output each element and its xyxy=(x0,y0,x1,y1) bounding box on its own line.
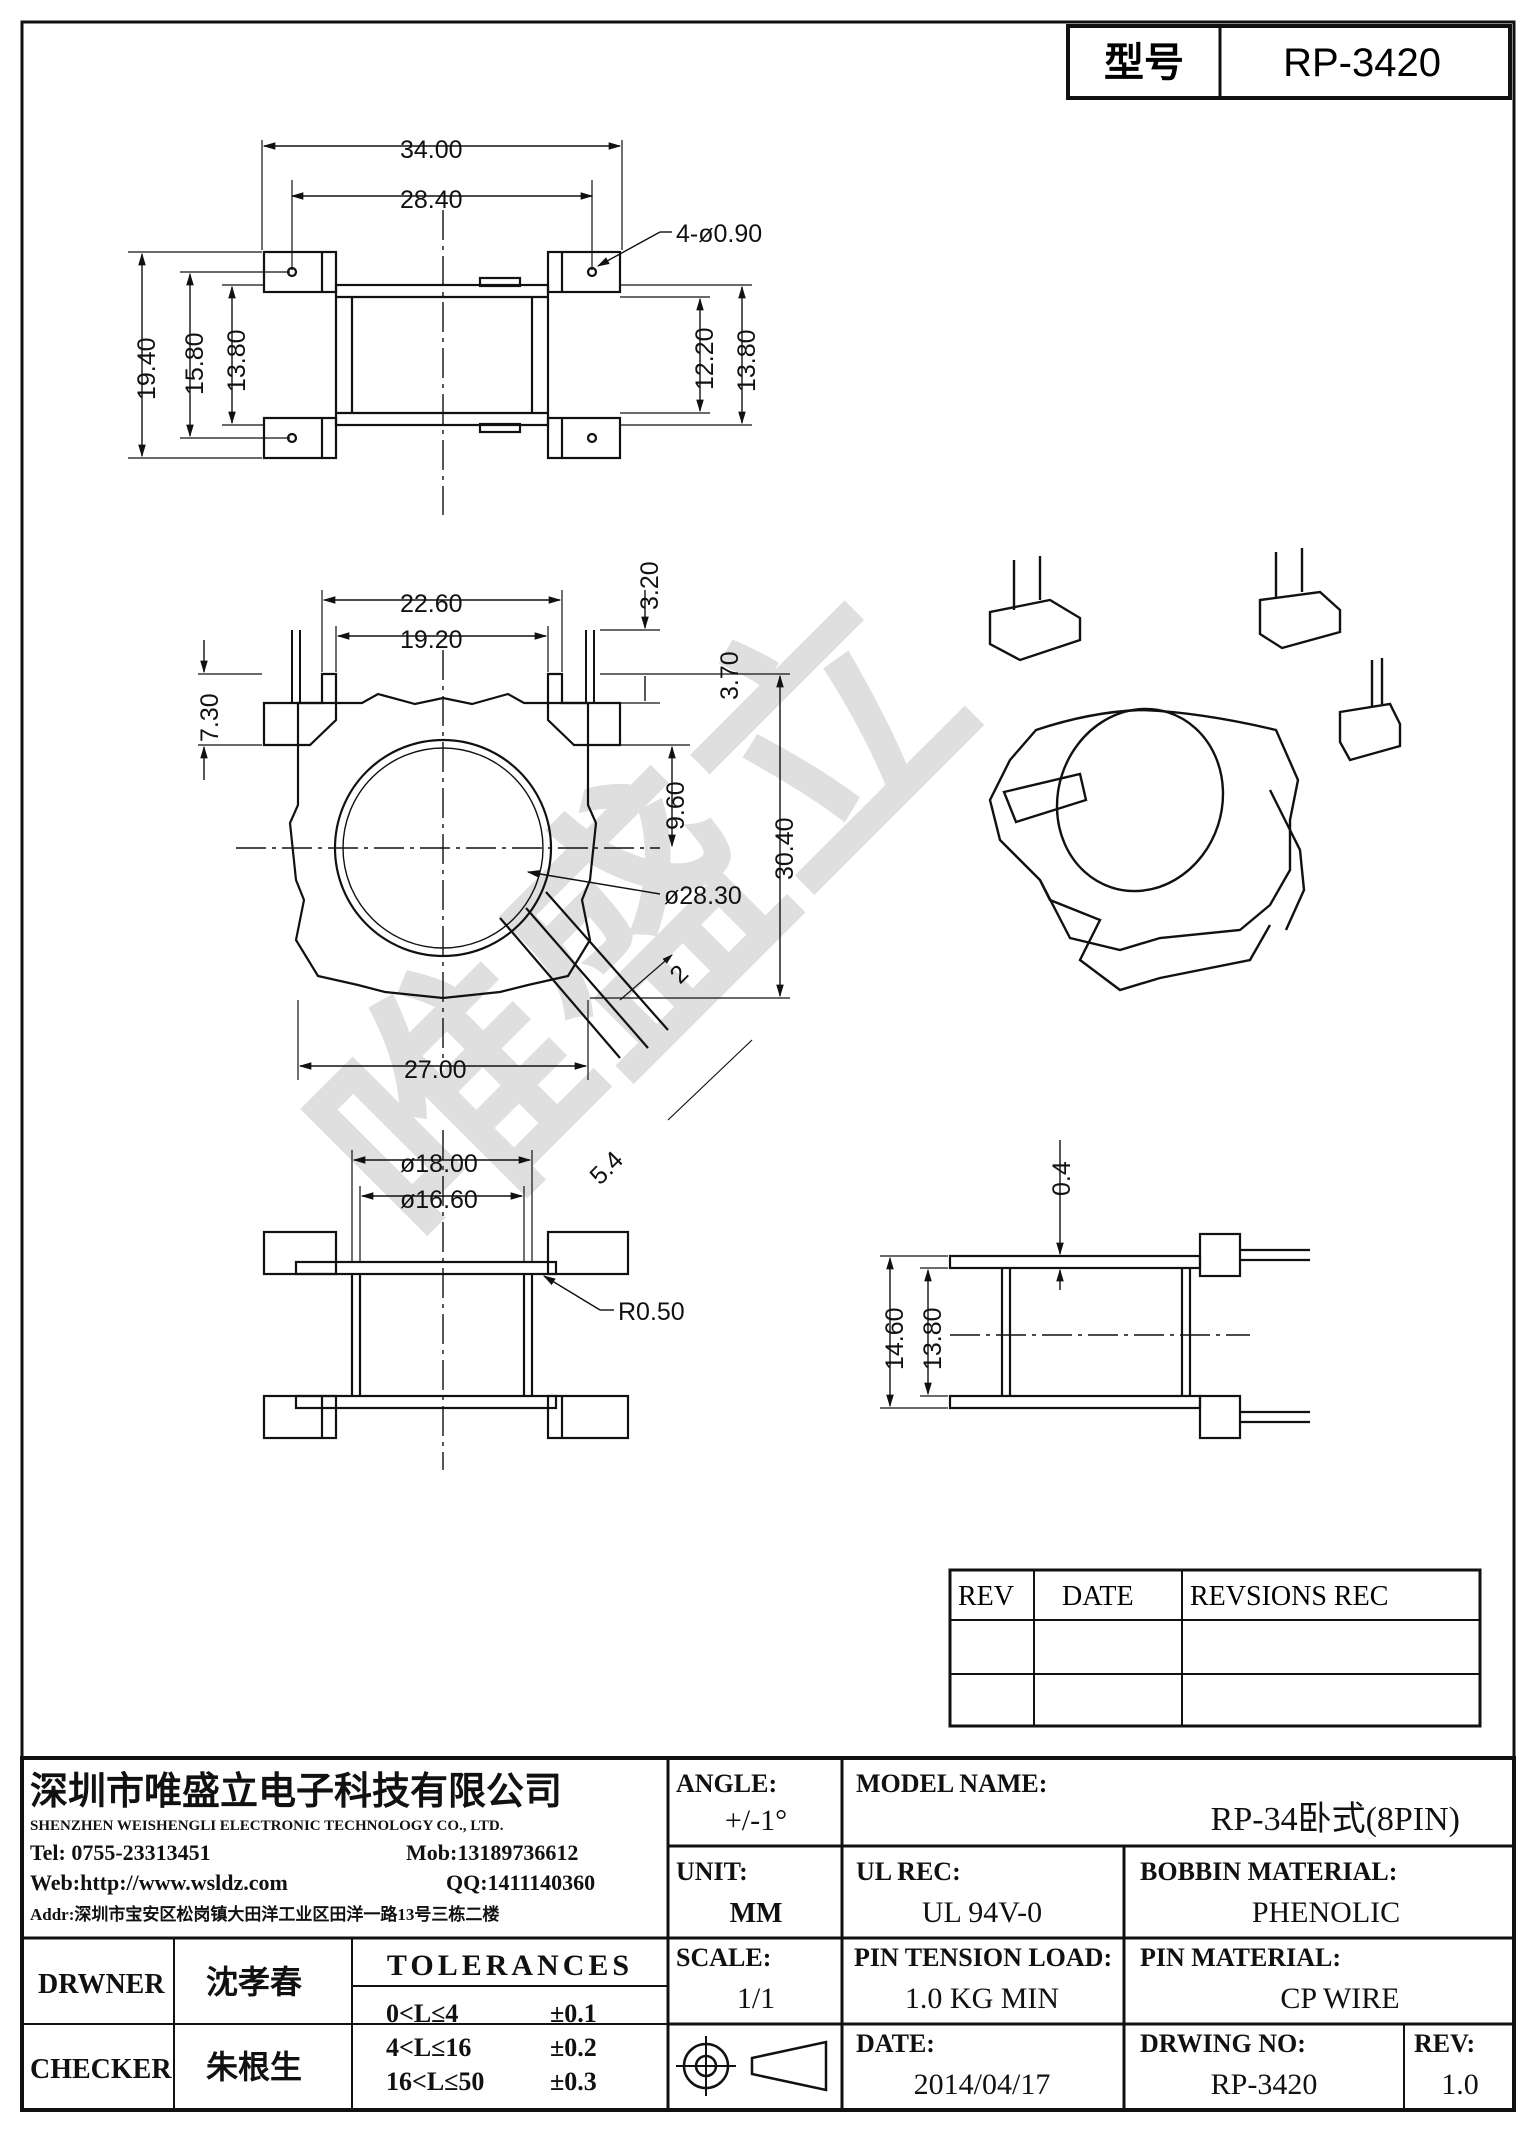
unit-label: UNIT: xyxy=(676,1857,748,1886)
model-box-value: RP-3420 xyxy=(1283,41,1441,85)
side-view xyxy=(880,1140,1310,1440)
ul-label: UL REC: xyxy=(856,1857,961,1886)
bottom-view-labels: ø18.00 ø16.60 R0.50 xyxy=(400,1150,685,1326)
tolerances-label: TOLERANCES xyxy=(387,1949,633,1982)
bottom-view xyxy=(262,1130,630,1470)
company-addr: Addr:深圳市宝安区松岗镇大田洋工业区田洋一路13号三栋二楼 xyxy=(30,1904,499,1924)
dim-a: 34.00 xyxy=(400,136,463,164)
pin-material-label: PIN MATERIAL: xyxy=(1140,1943,1341,1972)
rev-value: 1.0 xyxy=(1441,2068,1479,2101)
model-label: MODEL NAME: xyxy=(856,1769,1047,1798)
rev-label: REV: xyxy=(1414,2029,1475,2058)
date-label: DATE: xyxy=(856,2029,935,2058)
side-view-labels: 0.4 14.60 13.80 xyxy=(881,1161,1076,1370)
top-view xyxy=(128,140,752,515)
watermark-text: 唯盛立 xyxy=(265,543,1022,1300)
scale-label: SCALE: xyxy=(676,1943,771,1972)
model-box-label: 型号 xyxy=(1104,41,1184,85)
scale-value: 1/1 xyxy=(737,1982,775,2015)
company-name-cn: 深圳市唯盛立电子科技有限公司 xyxy=(30,1771,562,1813)
iso-view xyxy=(988,548,1402,992)
company-tel: Tel: 0755-23313451 xyxy=(30,1840,211,1865)
dim-u: R0.50 xyxy=(618,1298,685,1326)
ul-value: UL 94V-0 xyxy=(922,1896,1042,1929)
rev-header-rec: REVSIONS REC xyxy=(1190,1581,1388,1612)
tol-range-2: 16<L≤50 xyxy=(386,2067,484,2096)
company-qq: QQ:1411140360 xyxy=(446,1870,595,1895)
company-name-en: SHENZHEN WEISHENGLI ELECTRONIC TECHNOLOG… xyxy=(30,1818,504,1834)
tol-value-1: ±0.2 xyxy=(550,2033,597,2062)
bobbin-label: BOBBIN MATERIAL: xyxy=(1140,1857,1397,1886)
pin-material-value: CP WIRE xyxy=(1280,1982,1399,2015)
title-block-text: 深圳市唯盛立电子科技有限公司 SHENZHEN WEISHENGLI ELECT… xyxy=(30,1769,1479,2101)
dim-q: 27.00 xyxy=(404,1056,467,1084)
dim-s: ø18.00 xyxy=(400,1150,478,1178)
drawer-label: DRWNER xyxy=(38,1969,165,2000)
dim-x: 13.80 xyxy=(919,1307,947,1370)
top-view-labels: 34.00 28.40 4-ø0.90 19.40 15.80 13.80 12… xyxy=(133,136,762,400)
dim-j: 3.20 xyxy=(636,561,664,610)
dim-l: 3.70 xyxy=(716,651,744,700)
dim-d: 15.80 xyxy=(181,332,209,395)
tol-value-2: ±0.3 xyxy=(550,2067,597,2096)
angle-label: ANGLE: xyxy=(676,1769,777,1798)
drawing-no-label: DRWING NO: xyxy=(1140,2029,1306,2058)
dim-b: 28.40 xyxy=(400,186,463,214)
dim-c: 19.40 xyxy=(133,337,161,400)
watermark: 唯盛立 xyxy=(265,543,1022,1300)
dim-t: ø16.60 xyxy=(400,1186,478,1214)
rev-header-rev: REV xyxy=(958,1581,1014,1612)
dim-k: 7.30 xyxy=(196,693,224,742)
revision-table: REV DATE REVSIONS REC xyxy=(948,1568,1482,1728)
model-value: RP-34卧式(8PIN) xyxy=(1211,1801,1460,1838)
pin-tension-label: PIN TENSION LOAD: xyxy=(854,1943,1112,1972)
dim-m: 9.60 xyxy=(662,781,690,830)
front-view xyxy=(198,590,790,1121)
dim-e: 13.80 xyxy=(223,329,251,392)
company-web: Web:http://www.wsldz.com xyxy=(30,1870,288,1895)
tol-range-1: 4<L≤16 xyxy=(386,2033,471,2062)
title-block xyxy=(20,1756,1516,2112)
rev-header-date: DATE xyxy=(1062,1581,1134,1612)
dim-v: 0.4 xyxy=(1048,1161,1076,1196)
drawer-value: 沈孝春 xyxy=(206,1964,302,2000)
model-box: 型号 RP-3420 xyxy=(1066,24,1512,100)
company-mob: Mob:13189736612 xyxy=(406,1840,578,1865)
unit-value: MM xyxy=(730,1898,783,1929)
tol-value-0: ±0.1 xyxy=(550,1999,597,2028)
tol-range-0: 0<L≤4 xyxy=(386,1999,458,2028)
dim-w: 14.60 xyxy=(881,1307,909,1370)
dim-n: 30.40 xyxy=(771,817,799,880)
checker-label: CHECKER xyxy=(30,2054,172,2085)
dim-holes: 4-ø0.90 xyxy=(676,220,762,248)
drawing-no-value: RP-3420 xyxy=(1211,2068,1318,2101)
dim-i: 19.20 xyxy=(400,626,463,654)
dim-f: 12.20 xyxy=(691,327,719,390)
checker-value: 朱根生 xyxy=(206,2049,302,2085)
bobbin-value: PHENOLIC xyxy=(1252,1896,1400,1929)
date-value: 2014/04/17 xyxy=(914,2068,1051,2101)
dim-h: 22.60 xyxy=(400,590,463,618)
angle-value: +/-1° xyxy=(725,1804,787,1837)
dim-o: ø28.30 xyxy=(664,882,742,910)
pin-tension-value: 1.0 KG MIN xyxy=(905,1982,1059,2015)
dim-g: 13.80 xyxy=(733,329,761,392)
